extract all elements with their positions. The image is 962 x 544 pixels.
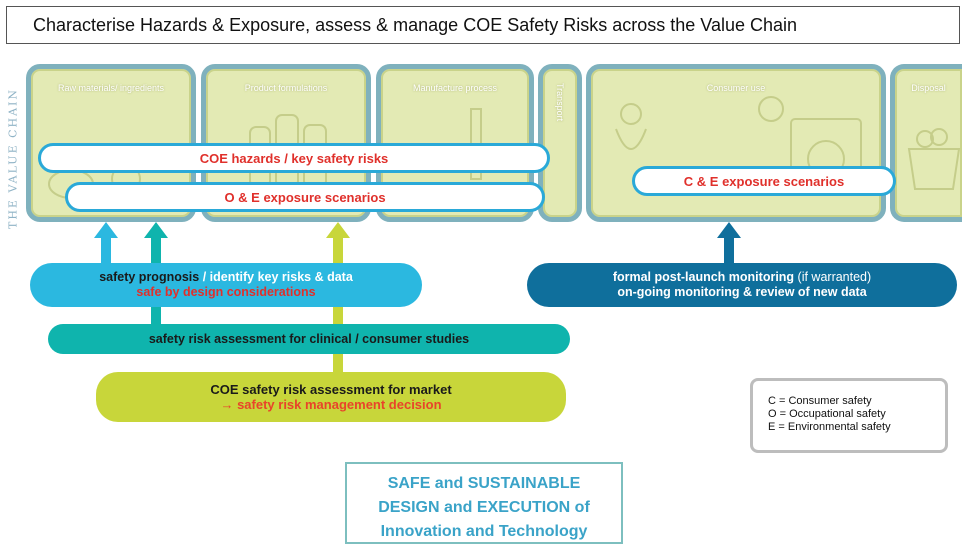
hazards-pill: COE hazards / key safety risks <box>38 143 550 173</box>
legend: C = Consumer safety O = Occupational saf… <box>750 378 948 453</box>
stage-label-transport: Transport <box>555 83 565 122</box>
arrow-prognosis-left <box>94 222 118 266</box>
safe-design-line2: DESIGN and EXECUTION of <box>378 499 590 516</box>
safe-design-line3: Innovation and Technology <box>380 523 588 540</box>
hazards-text: COE hazards / key safety risks <box>199 150 389 166</box>
page-title-text: Characterise Hazards & Exposure, assess … <box>33 14 798 35</box>
prognosis-line2: safe by design considerations <box>136 285 316 299</box>
oe-exposure-pill: O & E exposure scenarios <box>65 182 545 212</box>
monitoring-pill: formal post-launch monitoring (if warran… <box>527 263 957 307</box>
stage-label-consumer-use: Consumer use <box>706 83 766 93</box>
prognosis-bold-text: safety prognosis <box>99 270 200 284</box>
safe-design-box: SAFE and SUSTAINABLE DESIGN and EXECUTIO… <box>345 462 623 544</box>
ce-exposure-text: C & E exposure scenarios <box>683 173 845 189</box>
monitoring-rest-text: (if warranted) <box>794 270 872 284</box>
monitoring-line2: on-going monitoring & review of new data <box>617 285 867 299</box>
disposal-illustration <box>907 128 961 190</box>
monitoring-bold-text: formal post-launch monitoring <box>612 270 795 284</box>
legend-item-occupational: O = Occupational safety <box>768 408 886 420</box>
oe-exposure-text: O & E exposure scenarios <box>224 189 386 205</box>
stage-label-disposal: Disposal <box>911 83 946 93</box>
ce-exposure-pill: C & E exposure scenarios <box>632 166 896 196</box>
stage-label-manufacture-process: Manufacture process <box>412 83 498 93</box>
legend-item-environmental: E = Environmental safety <box>768 421 891 433</box>
monitoring-line1: formal post-launch monitoring (if warran… <box>613 270 871 285</box>
arrow-monitoring <box>717 222 741 266</box>
prognosis-pill: safety prognosis / identify key risks & … <box>30 263 422 307</box>
stage-label-raw-materials: Raw materials/ ingredients <box>57 83 165 93</box>
stage-label-product-formulations: Product formulations <box>244 83 328 93</box>
clinical-text: safety risk assessment for clinical / co… <box>148 331 470 346</box>
safe-design-line1: SAFE and SUSTAINABLE <box>387 475 581 492</box>
prognosis-rest-text: / identify key risks & data <box>199 270 353 284</box>
prognosis-line1: safety prognosis / identify key risks & … <box>99 270 353 285</box>
stage-disposal: Disposal <box>890 64 962 222</box>
market-pill: COE safety risk assessment for market → … <box>96 372 566 422</box>
legend-item-consumer: C = Consumer safety <box>768 395 872 407</box>
market-line1: COE safety risk assessment for market <box>210 382 452 397</box>
page-title: Characterise Hazards & Exposure, assess … <box>6 6 960 44</box>
clinical-pill: safety risk assessment for clinical / co… <box>48 324 570 354</box>
market-line2: → safety risk management decision <box>220 397 442 412</box>
stage-transport: Transport <box>538 64 582 222</box>
